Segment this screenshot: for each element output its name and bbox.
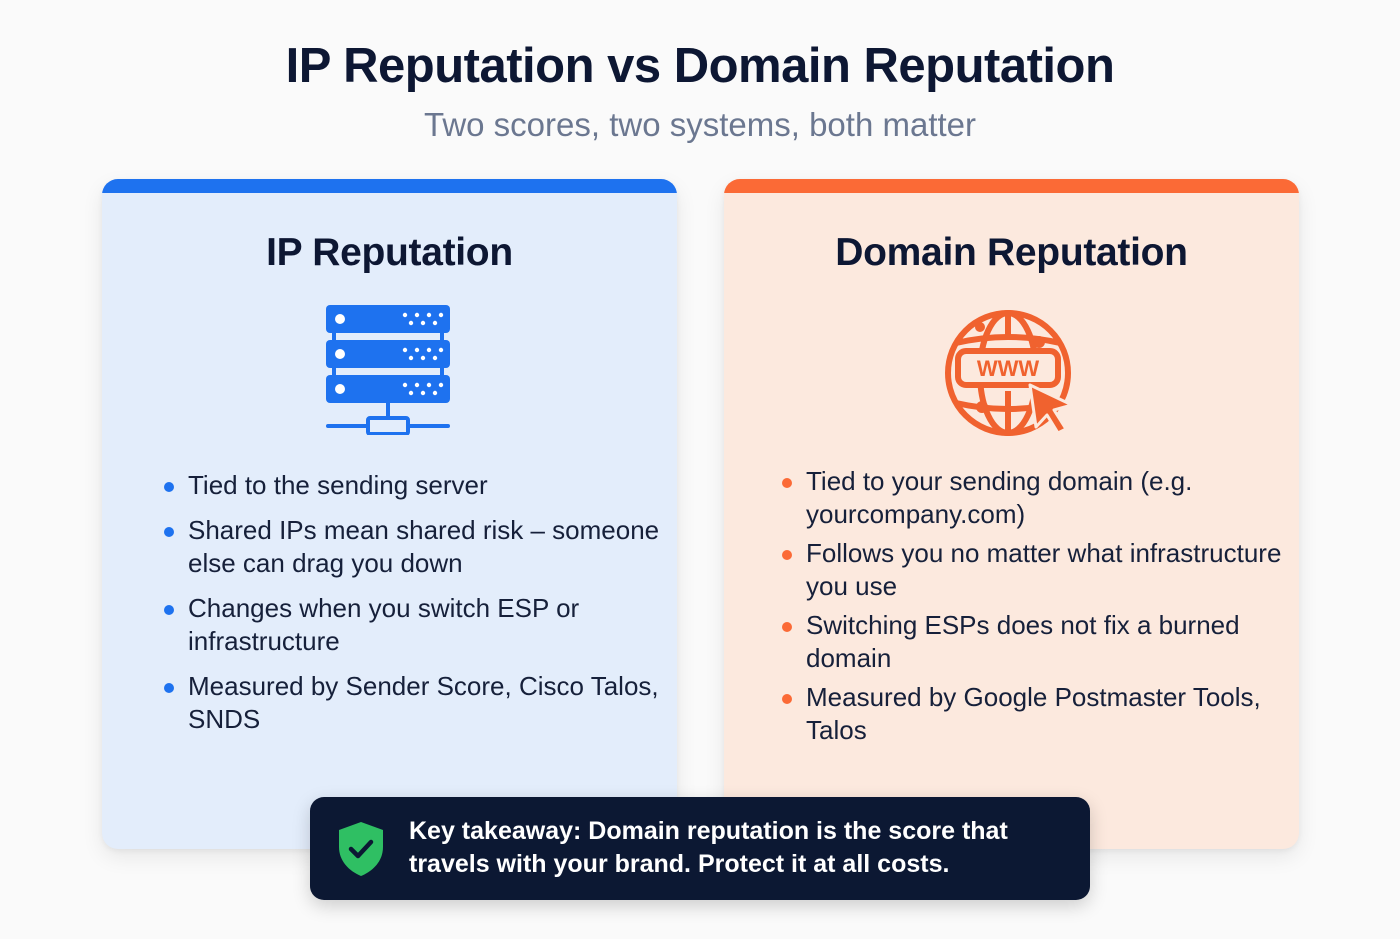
domain-card-title: Domain Reputation: [835, 231, 1188, 274]
domain-bullet-item: Measured by Google Postmaster Tools, Tal…: [782, 681, 1282, 747]
domain-card-accent-bar: [724, 179, 1299, 193]
bullet-dot-icon: [164, 683, 174, 693]
page-subtitle: Two scores, two systems, both matter: [423, 106, 976, 143]
ip-reputation-card: IP Reputation: [102, 179, 677, 849]
domain-bullet-item: Tied to your sending domain (e.g. yourco…: [782, 465, 1282, 531]
bullet-dot-icon: [164, 482, 174, 492]
bullet-dot-icon: [164, 527, 174, 537]
globe-www-cursor-icon: WWW: [944, 309, 1079, 439]
ip-bullet-item: Shared IPs mean shared risk – someone el…: [164, 514, 664, 580]
ip-card-title: IP Reputation: [266, 231, 513, 274]
ip-bullet-list: Tied to the sending server Shared IPs me…: [164, 469, 664, 748]
bullet-dot-icon: [782, 478, 792, 488]
bullet-dot-icon: [164, 605, 174, 615]
bullet-dot-icon: [782, 622, 792, 632]
bullet-dot-icon: [782, 550, 792, 560]
domain-bullet-item: Switching ESPs does not fix a burned dom…: [782, 609, 1282, 675]
ip-card-accent-bar: [102, 179, 677, 193]
svg-text:WWW: WWW: [977, 356, 1040, 381]
shield-check-icon: [338, 821, 384, 877]
server-rack-icon: [326, 305, 452, 436]
key-takeaway-banner: Key takeaway: Domain reputation is the s…: [310, 797, 1090, 900]
domain-bullet-item: Follows you no matter what infrastructur…: [782, 537, 1282, 603]
bullet-dot-icon: [782, 694, 792, 704]
page-title: IP Reputation vs Domain Reputation: [285, 39, 1115, 93]
domain-bullet-list: Tied to your sending domain (e.g. yourco…: [782, 465, 1282, 753]
domain-reputation-card: Domain Reputation WWW: [724, 179, 1299, 849]
ip-bullet-item: Tied to the sending server: [164, 469, 664, 502]
ip-bullet-item: Changes when you switch ESP or infrastru…: [164, 592, 664, 658]
ip-bullet-item: Measured by Sender Score, Cisco Talos, S…: [164, 670, 664, 736]
takeaway-text: Key takeaway: Domain reputation is the s…: [409, 817, 1008, 878]
